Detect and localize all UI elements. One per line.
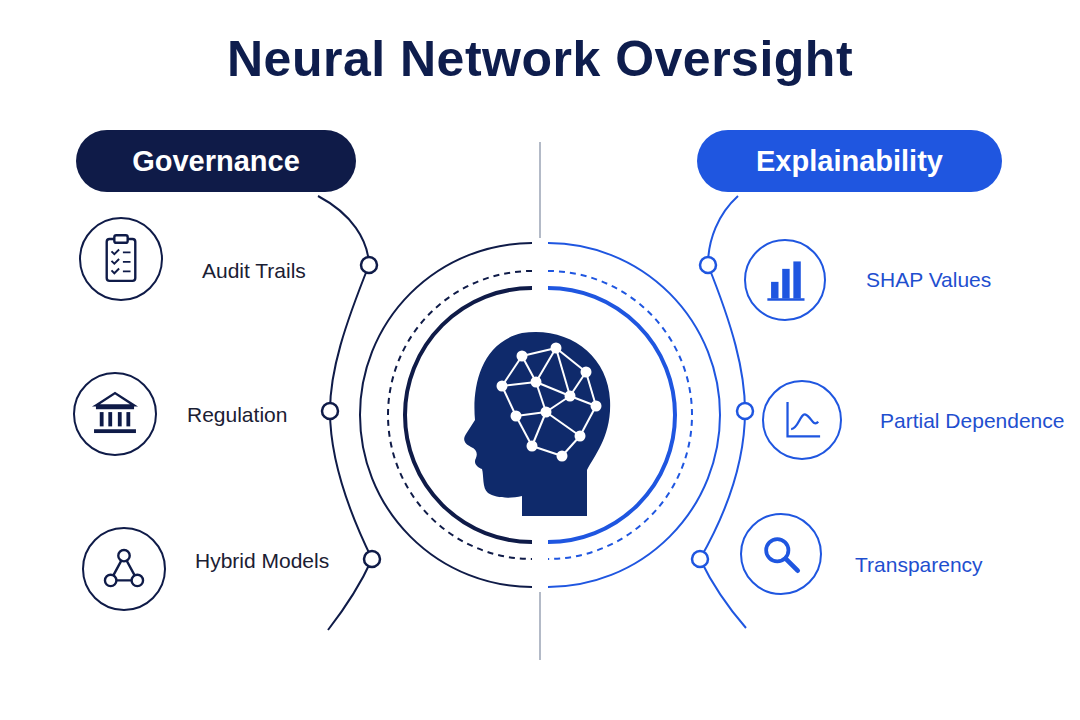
icon-symbol <box>742 515 820 593</box>
item-label: Audit Trails <box>202 259 306 283</box>
arc-dot <box>700 257 716 273</box>
group-header-pill: Governance <box>76 130 356 192</box>
group-header-pill: Explainability <box>697 130 1002 192</box>
divider-line <box>539 592 541 660</box>
icon-circle: SHAP Values <box>744 239 826 321</box>
icon-symbol <box>84 529 164 609</box>
icon-circle: Transparency <box>740 513 822 595</box>
arc-dot <box>322 403 338 419</box>
icon-symbol <box>746 241 824 319</box>
icon-circle: Audit Trails <box>79 217 163 301</box>
divider-line <box>539 142 541 238</box>
icon-circle: Hybrid Models <box>82 527 166 611</box>
item-label: Transparency <box>855 553 983 577</box>
arc-dot <box>364 551 380 567</box>
group-title: Governance <box>132 145 300 178</box>
item-label: Regulation <box>187 403 287 427</box>
icon-symbol <box>75 374 155 454</box>
network-links <box>502 348 596 456</box>
item-label: Partial Dependence <box>880 409 1064 433</box>
arc-dot <box>692 551 708 567</box>
arc-dot <box>737 403 753 419</box>
icon-circle: Partial Dependence <box>762 380 842 460</box>
item-label: Hybrid Models <box>195 549 329 573</box>
icon-symbol <box>81 219 161 299</box>
item-label: SHAP Values <box>866 268 991 292</box>
icon-circle: Regulation <box>73 372 157 456</box>
network-nodes <box>497 343 602 462</box>
group-title: Explainability <box>756 145 943 178</box>
head-silhouette <box>464 332 610 516</box>
icon-symbol <box>764 382 840 458</box>
inner-ring <box>405 288 532 542</box>
diagram-title: Neural Network Oversight <box>0 30 1080 88</box>
arc-dot <box>361 257 377 273</box>
